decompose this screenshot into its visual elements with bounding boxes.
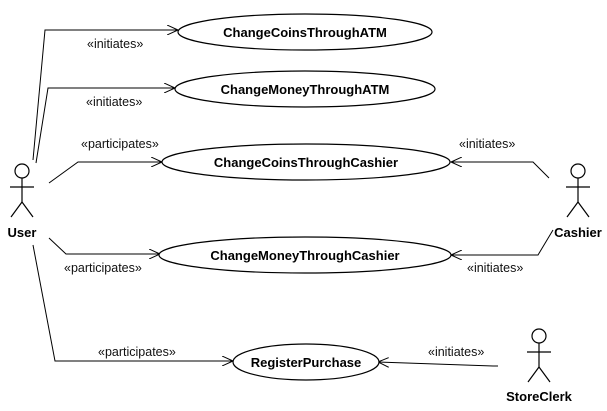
relation-label-user-coins-cashier: «participates» bbox=[81, 137, 159, 151]
use-case-change-coins-cashier: ChangeCoinsThroughCashier bbox=[161, 143, 451, 181]
use-case-label: ChangeMoneyThroughCashier bbox=[210, 248, 399, 263]
assoc-user-change-coins-atm bbox=[32, 30, 178, 161]
assoc-user-change-money-cashier bbox=[48, 237, 160, 254]
stick-figure-icon bbox=[527, 328, 551, 383]
associations bbox=[32, 30, 554, 366]
relation-labels: «initiates» «initiates» «participates» «… bbox=[64, 37, 523, 359]
relation-label-cashier-coins: «initiates» bbox=[459, 137, 515, 151]
use-case-label: ChangeCoinsThroughCashier bbox=[214, 155, 398, 170]
assoc-clerk-register-purchase bbox=[378, 362, 498, 366]
relation-label-cashier-money: «initiates» bbox=[467, 261, 523, 275]
actor-label: Cashier bbox=[554, 225, 602, 240]
use-case-register-purchase: RegisterPurchase bbox=[232, 343, 380, 381]
actor-user: User bbox=[8, 163, 37, 240]
assoc-cashier-change-money bbox=[451, 229, 554, 255]
use-case-change-money-atm: ChangeMoneyThroughATM bbox=[174, 70, 436, 108]
actor-label: StoreClerk bbox=[506, 389, 573, 404]
relation-label-clerk-register: «initiates» bbox=[428, 345, 484, 359]
relation-label-user-register: «participates» bbox=[98, 345, 176, 359]
actor-label: User bbox=[8, 225, 37, 240]
assoc-user-register-purchase bbox=[32, 244, 233, 361]
actor-cashier: Cashier bbox=[554, 163, 602, 240]
use-case-change-coins-atm: ChangeCoinsThroughATM bbox=[177, 13, 433, 51]
relation-label-user-money-atm: «initiates» bbox=[86, 95, 142, 109]
relation-label-user-money-cashier: «participates» bbox=[64, 261, 142, 275]
use-case-label: ChangeMoneyThroughATM bbox=[221, 82, 390, 97]
use-case-label: RegisterPurchase bbox=[251, 355, 362, 370]
use-case-change-money-cashier: ChangeMoneyThroughCashier bbox=[158, 236, 452, 274]
actor-store-clerk: StoreClerk bbox=[506, 328, 573, 404]
relation-label-user-coins-atm: «initiates» bbox=[87, 37, 143, 51]
stick-figure-icon bbox=[566, 163, 590, 218]
assoc-user-change-coins-cashier bbox=[48, 162, 162, 184]
assoc-cashier-change-coins bbox=[451, 162, 550, 179]
assoc-user-change-money-atm bbox=[35, 88, 175, 164]
use-case-label: ChangeCoinsThroughATM bbox=[223, 25, 387, 40]
stick-figure-icon bbox=[10, 163, 34, 218]
